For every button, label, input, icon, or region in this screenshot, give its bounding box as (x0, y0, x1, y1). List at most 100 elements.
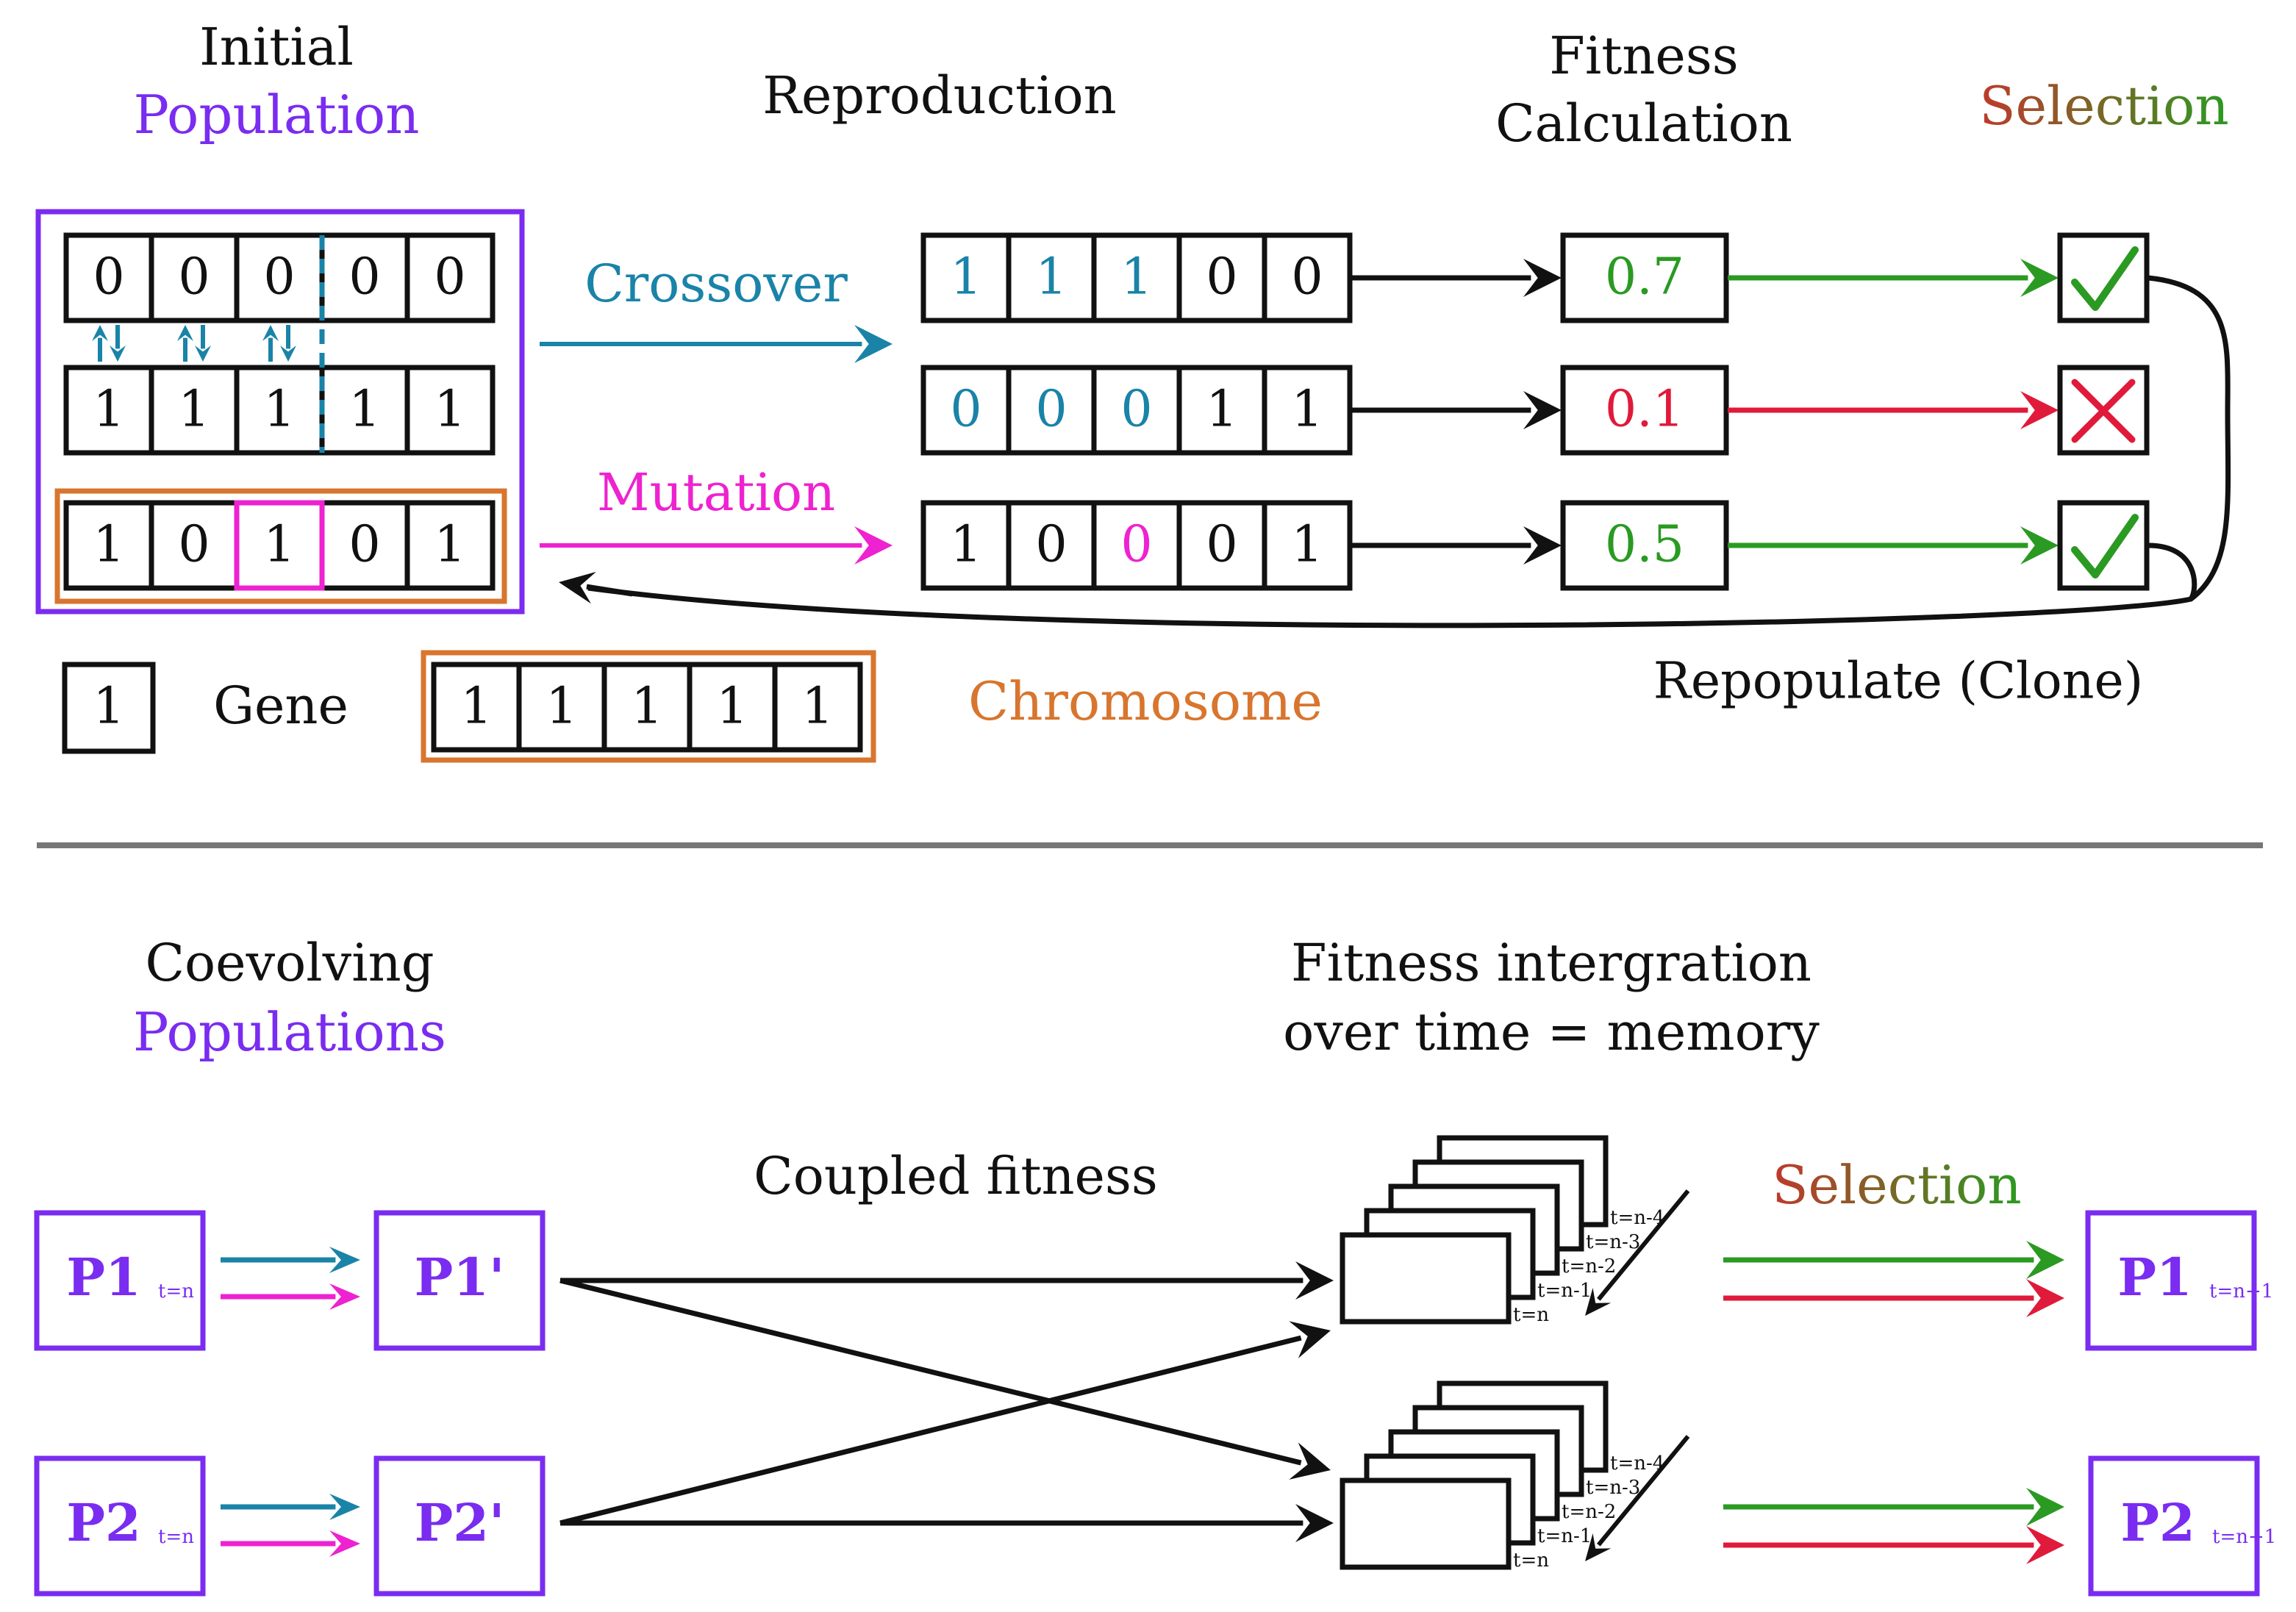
gene-value: 0 (1120, 381, 1152, 439)
gene-value: 1 (1120, 248, 1152, 307)
gene-value: 1 (631, 678, 662, 736)
swap-up-arrow-head (177, 325, 193, 341)
gene-value: 1 (93, 516, 124, 574)
p2-crossover-arrow (221, 1494, 360, 1520)
swap-down-arrow (110, 325, 126, 362)
p1-box-label: P1 (66, 1247, 140, 1308)
memory-time-arrow-shaft (1596, 1435, 1690, 1547)
gene-value: 0 (1206, 516, 1237, 574)
p1-to-mem1-arrow-head (1295, 1261, 1334, 1300)
memory-time-label: t=n-3 (1586, 1231, 1640, 1253)
p2-next-box-label: P2 (2120, 1492, 2195, 1553)
title-fitness-integration-2: over time = memory (1283, 1002, 1820, 1062)
selected-box (2057, 500, 2150, 591)
p1-next-box (2085, 1210, 2257, 1351)
gene-value: 0 (1291, 248, 1323, 307)
gene-value: 0 (348, 248, 380, 307)
swap-up-arrow (92, 325, 108, 362)
to-fitness-arrow-head (1523, 526, 1562, 565)
swap-up-arrow (262, 325, 279, 362)
title-reproduction: Reproduction (762, 65, 1116, 126)
gene-value: 0 (348, 516, 380, 574)
memory-time-arrow-head (1585, 1288, 1612, 1316)
gene-value: 0 (93, 248, 124, 307)
memory-time-arrow-head (1585, 1533, 1612, 1561)
fitness-value: 0.5 (1605, 516, 1684, 574)
p1-selection-green-arrow (1723, 1241, 2064, 1279)
to-fitness-arrow (1350, 259, 1562, 297)
memory-time-label: t=n-3 (1586, 1477, 1640, 1499)
check-icon (2071, 514, 2139, 578)
p1-next-box-subscript: t=n+1 (2209, 1280, 2273, 1303)
p2-box-label: P2 (66, 1492, 140, 1553)
crossover-arrow (540, 325, 893, 363)
fitness-value: 0.1 (1605, 381, 1684, 439)
p2-to-mem2-arrow-head (1295, 1504, 1334, 1542)
repopulate-arrowhead-head (559, 571, 596, 604)
swap-down-arrow-head (110, 345, 126, 362)
gene-value: 1 (801, 678, 833, 736)
p1-box (34, 1210, 206, 1351)
memory-time-label: t=n-1 (1537, 1525, 1592, 1547)
gene-cell (772, 662, 863, 753)
p1-selection-red-arrow-head (2026, 1279, 2064, 1317)
p1-selection-green-arrow-head (2026, 1241, 2064, 1279)
memory-time-arrow-shaft (1596, 1189, 1690, 1301)
parent-chromosome-1 (63, 232, 496, 323)
gene-value: 1 (348, 381, 380, 439)
rejected-box (2057, 365, 2150, 456)
swap-down-arrow-head (195, 345, 211, 362)
swap-down-arrow (280, 325, 296, 362)
crossover-arrow-head (854, 325, 893, 363)
legend-gene-box (62, 662, 156, 754)
cross-icon (2071, 379, 2136, 443)
p2-box (34, 1455, 206, 1597)
selected-box (2057, 232, 2150, 323)
title-selection: Selection (1979, 75, 2229, 137)
gene-value: 0 (1035, 516, 1067, 574)
mutation-arrow (540, 526, 893, 565)
crossover-label: Crossover (584, 254, 848, 314)
gene-value: 1 (950, 248, 981, 307)
p1-crossover-arrow (221, 1247, 360, 1273)
memory-time-label: t=n-1 (1537, 1280, 1592, 1302)
title-fitness-2: Calculation (1495, 93, 1792, 154)
p2-box-subscript: t=n (158, 1526, 194, 1548)
gene-value: 1 (434, 381, 465, 439)
gene-value: 1 (1035, 248, 1067, 307)
gene-value: 1 (263, 516, 295, 574)
memory-time-label: t=n (1513, 1550, 1549, 1572)
p1-crossover-arrow-head (329, 1247, 360, 1273)
p2-crossover-arrow-head (329, 1494, 360, 1520)
gene-value: 1 (460, 678, 492, 736)
gene-cell (404, 232, 496, 323)
to-selection-arrow (1728, 259, 2059, 297)
p1-box-subscript: t=n (158, 1280, 194, 1303)
gene-cell (404, 500, 496, 591)
gene-value: 1 (1291, 516, 1323, 574)
gene-value: 0 (950, 381, 981, 439)
repopulate-label: Repopulate (Clone) (1653, 653, 2144, 711)
p2-prime-box-label: P2' (415, 1492, 505, 1553)
title-fitness-1: Fitness (1549, 26, 1738, 86)
memory-time-label: t=n-4 (1610, 1452, 1664, 1475)
p2-mutation-arrow (221, 1530, 360, 1557)
legend-gene-value: 1 (93, 678, 124, 736)
gene-value: 0 (1035, 381, 1067, 439)
repopulate-path (587, 275, 2231, 628)
repopulate-arrowhead (559, 571, 633, 604)
p1-to-mem2-arrow-shaft (559, 1278, 1302, 1466)
swap-down-arrow (195, 325, 211, 362)
memory-frame (1340, 1232, 1512, 1325)
fitness-box (1560, 365, 1729, 456)
gene-value: 1 (178, 381, 210, 439)
gene-value: 0 (178, 516, 210, 574)
title-populations: Populations (133, 1001, 446, 1063)
title-coevolving: Coevolving (145, 933, 434, 993)
p2-mutation-arrow-head (329, 1530, 360, 1557)
p2-next-box-subscript: t=n+1 (2212, 1526, 2276, 1548)
memory-time-label: t=n (1513, 1304, 1549, 1326)
to-fitness-arrow (1350, 391, 1562, 429)
gene-value: 1 (1291, 381, 1323, 439)
